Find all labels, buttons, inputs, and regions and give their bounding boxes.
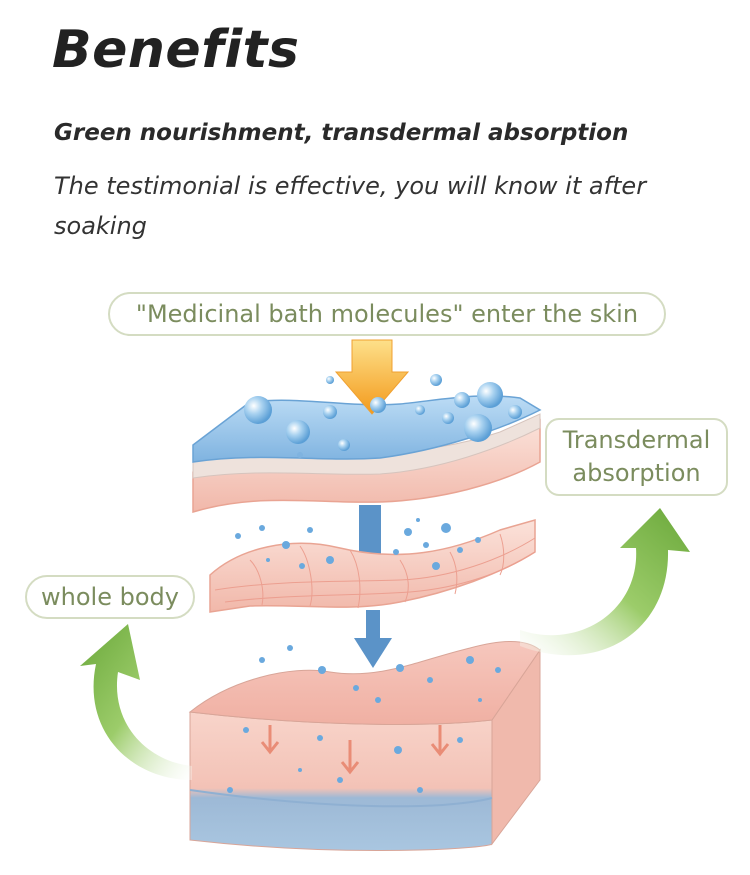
tissue-block (188, 641, 541, 852)
block-molecule-dots (227, 645, 501, 793)
green-up-arrow-left-icon (80, 624, 192, 780)
molecule-bubbles (244, 374, 522, 458)
green-up-arrow-right-icon (520, 508, 690, 656)
dermis-grid-layer (209, 519, 536, 613)
epidermis-layer (192, 395, 542, 514)
small-molecule-dots (235, 518, 481, 570)
transdermal-absorption-label: Transdermal absorption (545, 418, 728, 496)
molecules-enter-skin-label: "Medicinal bath molecules" enter the ski… (108, 292, 666, 336)
subtitle: Green nourishment, transdermal absorptio… (54, 120, 629, 146)
whole-body-label: whole body (25, 575, 195, 619)
page-title: Benefits (52, 20, 300, 80)
orange-down-arrow-icon (334, 339, 410, 415)
description-text: The testimonial is effective, you will k… (54, 172, 647, 240)
